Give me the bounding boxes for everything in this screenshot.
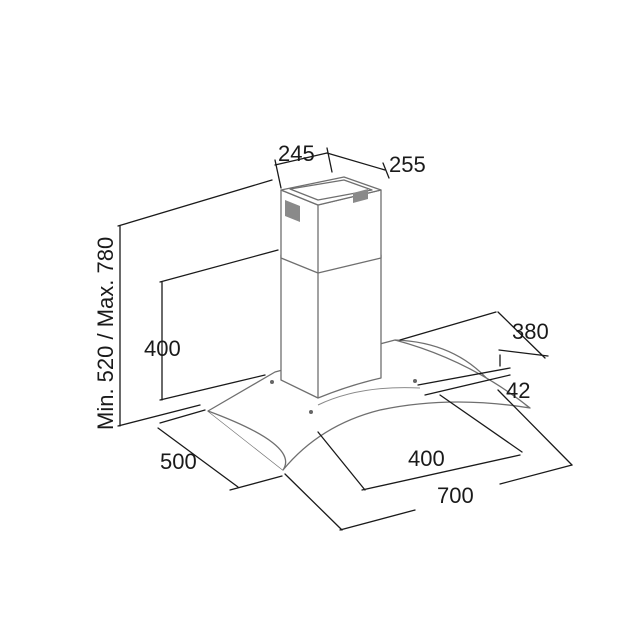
dimension-lines	[117, 147, 573, 531]
screw-right	[413, 379, 417, 383]
side-depth-label: 500	[160, 449, 197, 474]
total-width-label: 700	[437, 483, 474, 508]
height-range-label: Min. 520 / Max. 780	[93, 237, 118, 430]
screw-left	[270, 380, 274, 384]
canopy-depth-label: 380	[512, 319, 549, 344]
body-height-label: 400	[144, 336, 181, 361]
inner-width-label: 400	[408, 446, 445, 471]
canopy-thickness-label: 42	[506, 378, 530, 403]
canopy-rear-curve	[317, 387, 421, 406]
canopy-inner-curve	[394, 339, 531, 409]
vent-left	[285, 200, 300, 222]
range-hood	[207, 176, 531, 471]
vent-right	[353, 189, 368, 203]
chimney-depth-label: 255	[389, 152, 426, 177]
chimney-width-label: 245	[278, 141, 315, 166]
canopy-front-edge	[207, 410, 287, 471]
screw-front	[309, 410, 313, 414]
lower-body	[280, 254, 382, 399]
chimney-top-rim	[289, 179, 373, 201]
